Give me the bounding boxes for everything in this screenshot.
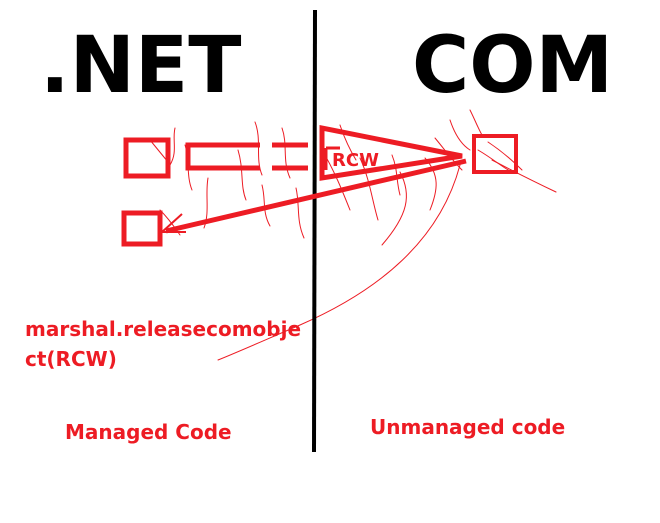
release-call-line2: ct(RCW) <box>25 347 117 371</box>
boundary-divider <box>312 9 317 453</box>
scribble-stroke <box>281 127 291 179</box>
rcw-arrow-head <box>319 124 463 181</box>
scribble-stroke <box>237 149 247 201</box>
release-return-line <box>165 158 467 234</box>
scribble-stroke <box>149 139 169 163</box>
released-object-box <box>121 210 163 247</box>
release-call-line1: marshal.releasecomobje <box>25 317 301 341</box>
release-arrow-tip <box>159 213 186 233</box>
rcw-arrow-inner-stroke <box>324 146 340 170</box>
scribble-stroke <box>487 141 523 171</box>
unmanaged-code-label: Unmanaged code <box>370 415 565 439</box>
com-object-box <box>472 134 518 174</box>
rcw-arrow-body-dashes <box>272 142 308 171</box>
managed-object-box <box>123 137 171 179</box>
scribble-stroke <box>339 124 357 161</box>
scribble-stroke <box>295 187 305 239</box>
scribble-stroke <box>469 109 483 136</box>
rcw-label: RCW <box>332 150 379 171</box>
scribble-stroke <box>491 159 557 193</box>
rcw-flow-shapes <box>121 124 518 247</box>
scribble-long-curve <box>217 164 461 361</box>
com-heading: COM <box>412 21 613 111</box>
scribble-stroke <box>169 127 176 166</box>
managed-code-label: Managed Code <box>65 420 232 444</box>
dotnet-heading: .NET <box>40 21 241 111</box>
rcw-arrow-body-left <box>185 142 260 171</box>
scribble-stroke <box>254 121 263 176</box>
scribble-stroke <box>359 157 379 221</box>
scribble-stroke <box>477 149 513 173</box>
scribble-stroke <box>449 119 471 151</box>
scribble-stroke <box>381 171 407 246</box>
